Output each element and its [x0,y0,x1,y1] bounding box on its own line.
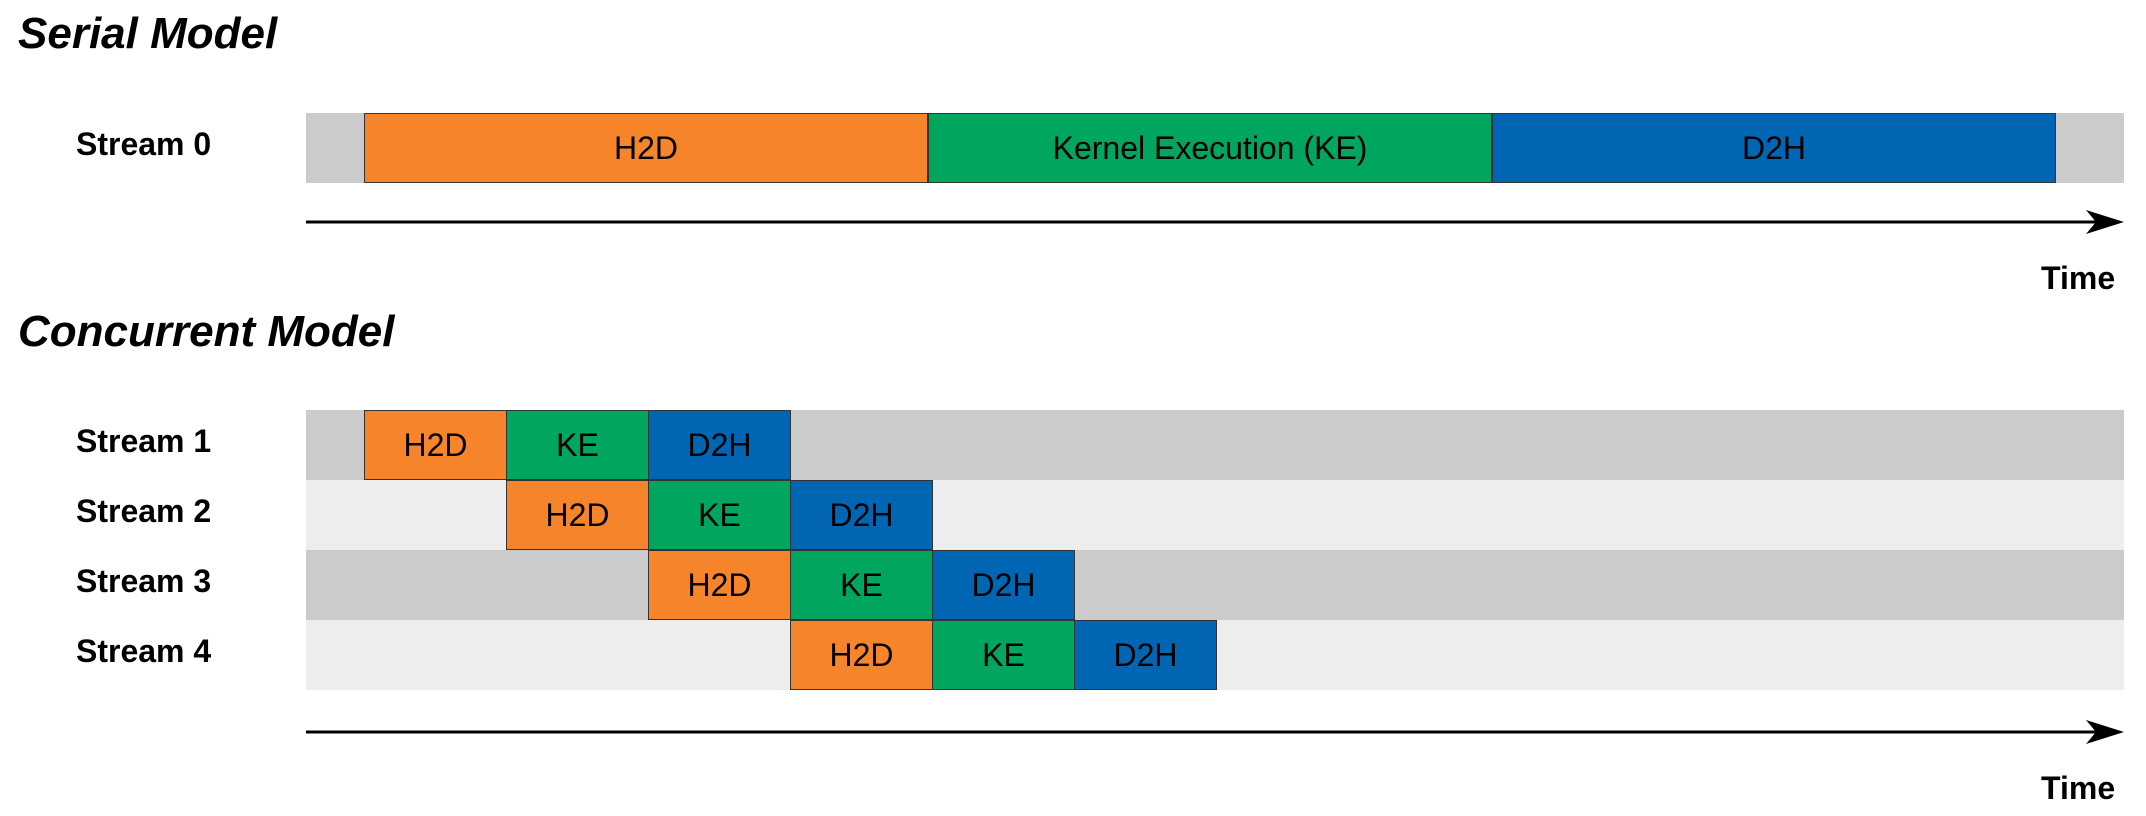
stream-label: Stream 3 [76,563,212,599]
d2h-block: D2H [648,410,791,480]
serial-time-axis [306,210,2124,234]
ke-block: KE [790,550,933,620]
h2d-block: H2D [364,410,507,480]
stream-label: Stream 1 [76,423,212,459]
d2h-block: D2H [1492,113,2056,183]
h2d-block: H2D [648,550,791,620]
concurrent-axis-label: Time [2041,770,2116,806]
stream-label: Stream 0 [76,126,212,162]
ke-block: KE [932,620,1075,690]
h2d-block: H2D [506,480,649,550]
h2d-block: H2D [790,620,933,690]
ke-block: KE [506,410,649,480]
d2h-block: D2H [790,480,933,550]
stream-lane [306,550,2124,620]
axis-arrowhead-icon [2086,210,2124,234]
d2h-block: D2H [1074,620,1217,690]
concurrent-model-title: Concurrent Model [18,307,395,356]
ke-block: KE [648,480,791,550]
stream-label: Stream 4 [76,633,212,669]
h2d-block: H2D [364,113,928,183]
serial-model-title: Serial Model [18,9,278,58]
d2h-block: D2H [932,550,1075,620]
ke-block: Kernel Execution (KE) [928,113,1492,183]
stream-label: Stream 2 [76,493,212,529]
axis-arrowhead-icon [2086,720,2124,744]
concurrent-time-axis [306,720,2124,744]
serial-axis-label: Time [2041,260,2116,296]
